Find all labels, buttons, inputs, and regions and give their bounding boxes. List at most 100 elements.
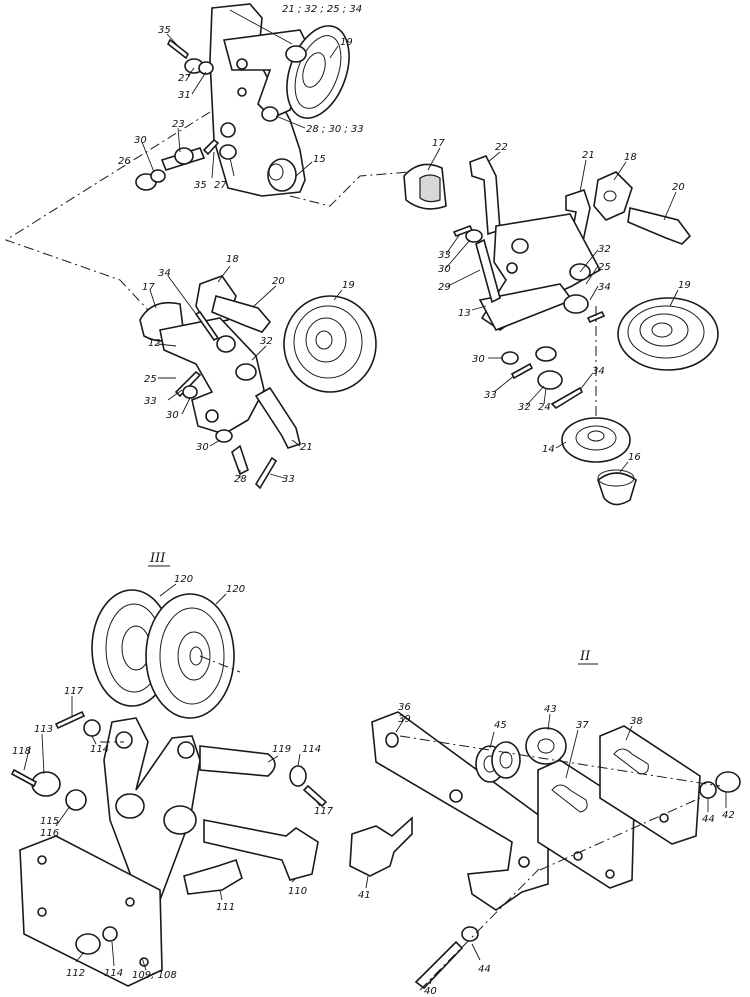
cup-16: [597, 472, 637, 506]
callout-45: 45: [494, 720, 507, 731]
callout-30: 30: [134, 135, 147, 146]
callout-41: 41: [358, 890, 371, 901]
cotter-33b: [510, 362, 534, 380]
callout-23: 23: [172, 119, 185, 130]
callout-25: 25: [598, 262, 611, 273]
washer-114: [83, 719, 101, 737]
bolt-111: [183, 858, 243, 895]
bracket-12: [159, 317, 265, 435]
callout-27b: 27: [214, 180, 227, 191]
callout-30b-c: 30: [196, 442, 209, 453]
callout-21-32-25-34: 21 ; 32 ; 25 ; 34: [282, 4, 362, 15]
callout-17: 17: [432, 138, 445, 149]
callout-116: 116: [40, 828, 59, 839]
assembly-link-line: [4, 111, 211, 311]
axle-119: [199, 745, 276, 777]
callout-112: 112: [66, 968, 85, 979]
callout-19-c: 19: [342, 280, 355, 291]
callout-33: 33: [438, 250, 451, 261]
washer-114b: [289, 765, 307, 787]
callout-20-c: 20: [272, 276, 285, 287]
callout-109-108: 109; 108: [132, 970, 177, 981]
bolt-21c: [254, 386, 301, 449]
nut-27b: [219, 144, 237, 160]
callout-24: 24: [538, 402, 551, 413]
callout-36: 36: [398, 702, 411, 713]
washer-44a: [699, 781, 717, 799]
callout-42: 42: [722, 810, 735, 821]
nut-top-2: [261, 106, 279, 122]
callout-44: 44: [702, 814, 715, 825]
callout-25-c: 25: [144, 374, 157, 385]
callout-28: 28: [234, 474, 247, 485]
cotter-33: [452, 224, 474, 238]
callout-34b: 34: [592, 366, 605, 377]
washer-44b: [461, 926, 479, 942]
callout-114c: 114: [104, 968, 123, 979]
callout-44b: 44: [478, 964, 491, 975]
callout-30-c: 30: [166, 410, 179, 421]
callout-21-c: 21: [300, 442, 313, 453]
bolt-20c: [211, 295, 272, 333]
callout-20: 20: [672, 182, 685, 193]
callout-31: 31: [178, 90, 191, 101]
pin-34b: [550, 386, 584, 410]
callout-32: 32: [598, 244, 611, 255]
washer-30d: [215, 429, 233, 443]
assembly-view-iii: [10, 565, 328, 987]
callout-27: 27: [178, 73, 191, 84]
pin-35b: [202, 138, 220, 156]
callout-114b: 114: [302, 744, 321, 755]
callout-26: 26: [118, 156, 131, 167]
assembly-top-left: [135, 3, 350, 197]
callout-35b: 35: [194, 180, 207, 191]
cotter-pin-35: [166, 38, 190, 60]
hole-bracket: [236, 58, 248, 70]
cotter-118: [10, 768, 38, 788]
callout-18-c: 18: [226, 254, 239, 265]
callout-40: 40: [424, 986, 437, 997]
nut-113: [31, 771, 61, 797]
bar-36: [371, 711, 549, 911]
bolt-20: [627, 207, 692, 245]
callout-33b: 33: [484, 390, 497, 401]
callout-117b: 117: [314, 806, 334, 817]
callout-17-c: 17: [142, 282, 155, 293]
callout-33-c: 33: [144, 396, 157, 407]
callout-117: 117: [64, 686, 84, 697]
washer-31: [198, 61, 214, 75]
assembly-view-ii: [349, 663, 741, 991]
callout-34-c: 34: [158, 268, 171, 279]
nut-24: [537, 370, 563, 390]
callout-33b-c: 33: [282, 474, 295, 485]
pin-29: [475, 238, 501, 304]
washer-45b: [491, 741, 521, 779]
bolt-22: [469, 154, 501, 236]
callout-18: 18: [624, 152, 637, 163]
washer-30b: [501, 351, 519, 365]
assembly-middle-left: [139, 265, 377, 490]
nut-43: [525, 727, 567, 765]
callout-111: 111: [216, 902, 235, 913]
callout-35: 35: [158, 25, 171, 36]
pulley-14: [561, 417, 631, 463]
callout-22: 22: [495, 142, 508, 153]
callout-12: 12: [148, 338, 161, 349]
callout-120b: 120: [226, 584, 245, 595]
callout-34: 34: [598, 282, 611, 293]
pulley-19c: [283, 295, 377, 393]
callout-37: 37: [576, 720, 589, 731]
callout-19-r: 19: [678, 280, 691, 291]
washer-30: [465, 229, 483, 243]
washer-114c: [102, 926, 118, 942]
callout-19: 19: [340, 37, 353, 48]
callout-16: 16: [628, 452, 641, 463]
base-plate-109: [19, 835, 163, 987]
washer-30: [150, 169, 166, 183]
nut-112: [75, 933, 101, 955]
callout-119: 119: [272, 744, 291, 755]
bolt-41: [349, 816, 413, 877]
callout-15: 15: [313, 154, 326, 165]
callout-110: 110: [288, 886, 307, 897]
